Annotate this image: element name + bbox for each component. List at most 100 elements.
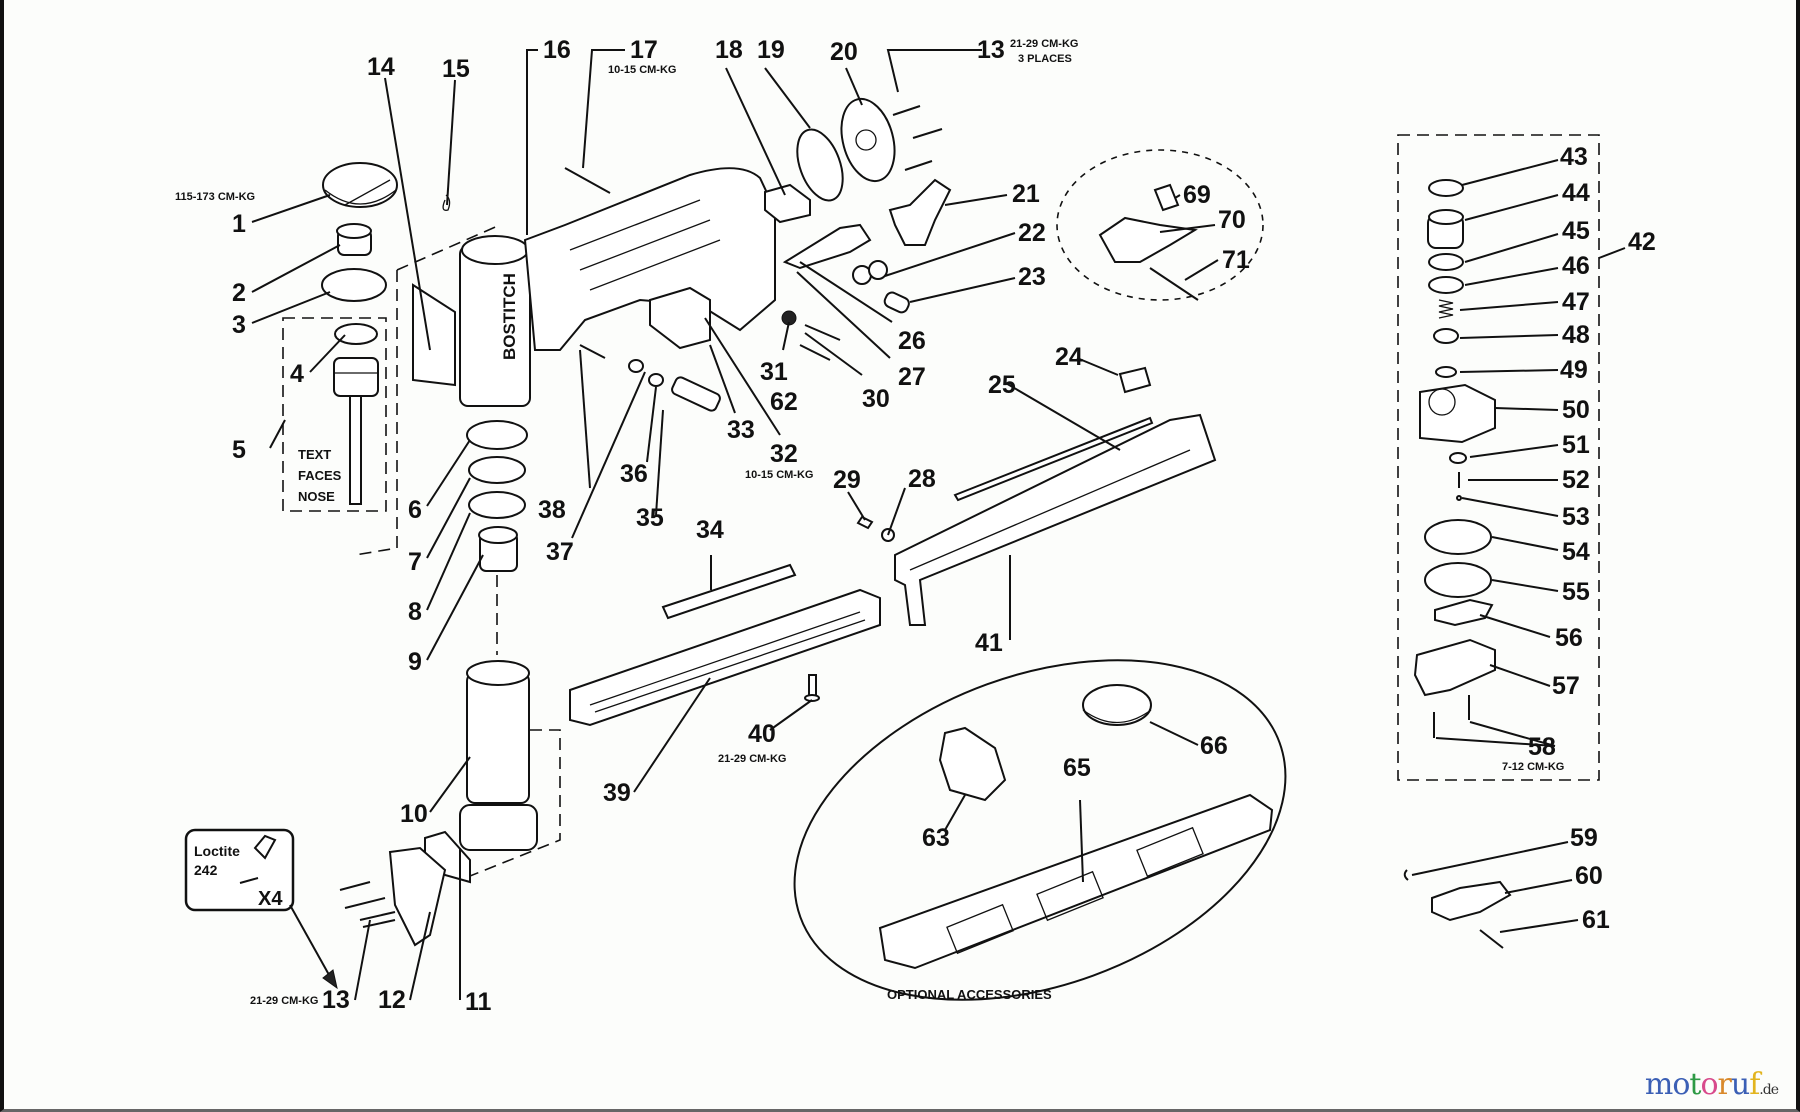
callout-45: 45	[1562, 217, 1590, 245]
callout-43: 43	[1560, 143, 1588, 171]
callout-66: 66	[1200, 732, 1228, 760]
part-piston-5	[333, 357, 379, 505]
callout-69: 69	[1183, 181, 1211, 209]
part-washer-51	[1449, 452, 1467, 464]
part-spring-69	[1153, 183, 1180, 212]
part-pin-38	[579, 344, 606, 359]
torque-13a-places: 3 PLACES	[1018, 53, 1072, 65]
callout-48: 48	[1562, 321, 1590, 349]
callout-21: 21	[1012, 180, 1040, 208]
part-latch-21	[888, 178, 952, 246]
part-valve-44	[1427, 209, 1464, 249]
torque-13b: 21-29 CM-KG	[250, 995, 318, 1007]
callout-19: 19	[757, 36, 785, 64]
callout-16: 16	[543, 36, 571, 64]
part-ball-53	[1456, 495, 1462, 501]
callout-53: 53	[1562, 503, 1590, 531]
part-clip-63	[938, 726, 1007, 802]
part-housing-50	[1419, 383, 1496, 444]
loctite-arrowhead	[322, 969, 338, 990]
callout-13a: 13	[977, 36, 1005, 64]
part-spring-47	[1438, 299, 1454, 319]
callout-5: 5	[232, 436, 246, 464]
valve-assembly-box	[1397, 134, 1600, 781]
torque-13a: 21-29 CM-KG	[1010, 38, 1078, 50]
callout-49: 49	[1560, 356, 1588, 384]
callout-9: 9	[408, 648, 422, 676]
optional-accessories-label: OPTIONAL ACCESSORIES	[887, 987, 1052, 1002]
callout-56: 56	[1555, 624, 1583, 652]
callout-2: 2	[232, 279, 246, 307]
piston-assembly-box	[282, 317, 387, 512]
callout-24: 24	[1055, 343, 1083, 371]
callout-58: 58	[1528, 733, 1556, 761]
callout-54: 54	[1562, 538, 1590, 566]
part-cap-1	[322, 162, 398, 208]
watermark-letter: u	[1730, 1067, 1750, 1102]
part-oring-8	[468, 491, 526, 519]
part-oring-7	[468, 456, 526, 484]
part-plate-65	[878, 793, 1274, 970]
callout-37: 37	[546, 538, 574, 566]
part-screws-13b	[339, 881, 396, 928]
callout-57: 57	[1552, 672, 1580, 700]
callout-52: 52	[1562, 466, 1590, 494]
loctite-number: 242	[194, 862, 218, 878]
callout-71: 71	[1222, 246, 1250, 274]
assembly-guide-left	[354, 224, 501, 556]
callout-65: 65	[1063, 754, 1091, 782]
part-latch-60	[1431, 880, 1512, 922]
part-cap-20	[840, 97, 896, 183]
part-cap-57	[1413, 638, 1496, 697]
callout-20: 20	[830, 38, 858, 66]
part-label-14	[412, 283, 456, 387]
callout-36: 36	[620, 460, 648, 488]
callout-41: 41	[975, 629, 1003, 657]
housing-brand: BOSTITCH	[500, 273, 519, 360]
callout-26: 26	[898, 327, 926, 355]
callout-32: 32	[770, 440, 798, 468]
watermark-suffix: .de	[1759, 1082, 1779, 1098]
torque-17: 10-15 CM-KG	[608, 64, 676, 76]
callout-47: 47	[1562, 288, 1590, 316]
callout-numbers: 1 2 3 4 5 6 7 8 9 10 11 12 13 14 15 16 1…	[232, 36, 1656, 1016]
callout-28: 28	[908, 465, 936, 493]
callout-35: 35	[636, 504, 664, 532]
part-seat-48	[1433, 328, 1459, 344]
part-pin-71	[1149, 267, 1199, 301]
part-ring-59	[1403, 869, 1409, 881]
loctite-arrow	[289, 904, 334, 983]
part-oring-6	[466, 420, 528, 450]
callout-25: 25	[988, 371, 1016, 399]
part-latch-70	[1098, 216, 1198, 263]
callout-63: 63	[922, 824, 950, 852]
assembly-guide-bottom	[459, 729, 561, 881]
callout-44: 44	[1562, 179, 1590, 207]
callout-23: 23	[1018, 263, 1046, 291]
part-oring-3	[321, 268, 387, 302]
callout-1: 1	[232, 210, 246, 238]
watermark-letter: o	[1700, 1067, 1718, 1102]
part-clip-15	[442, 194, 451, 211]
part-cap-66	[1082, 684, 1152, 726]
part-pin-29	[856, 515, 874, 530]
part-oring-37	[628, 359, 644, 373]
callout-29: 29	[833, 466, 861, 494]
callout-14: 14	[367, 53, 395, 81]
loctite-qty: X4	[258, 888, 283, 910]
callout-40: 40	[748, 720, 776, 748]
part-block-18	[764, 183, 811, 224]
callout-15: 15	[442, 55, 470, 83]
watermark-letter: r	[1717, 1067, 1732, 1102]
callout-31: 31	[760, 358, 788, 386]
part-oring-4	[334, 323, 378, 345]
torque-notes: 115-173 CM-KG 10-15 CM-KG 21-29 CM-KG 3 …	[175, 38, 1564, 1007]
inset-outline-69-71	[1056, 149, 1264, 301]
callout-27: 27	[898, 363, 926, 391]
callout-42: 42	[1628, 228, 1656, 256]
callout-59: 59	[1570, 824, 1598, 852]
part-track-25	[953, 416, 1154, 502]
callout-50: 50	[1562, 396, 1590, 424]
inset-text-2: FACES	[298, 468, 342, 483]
